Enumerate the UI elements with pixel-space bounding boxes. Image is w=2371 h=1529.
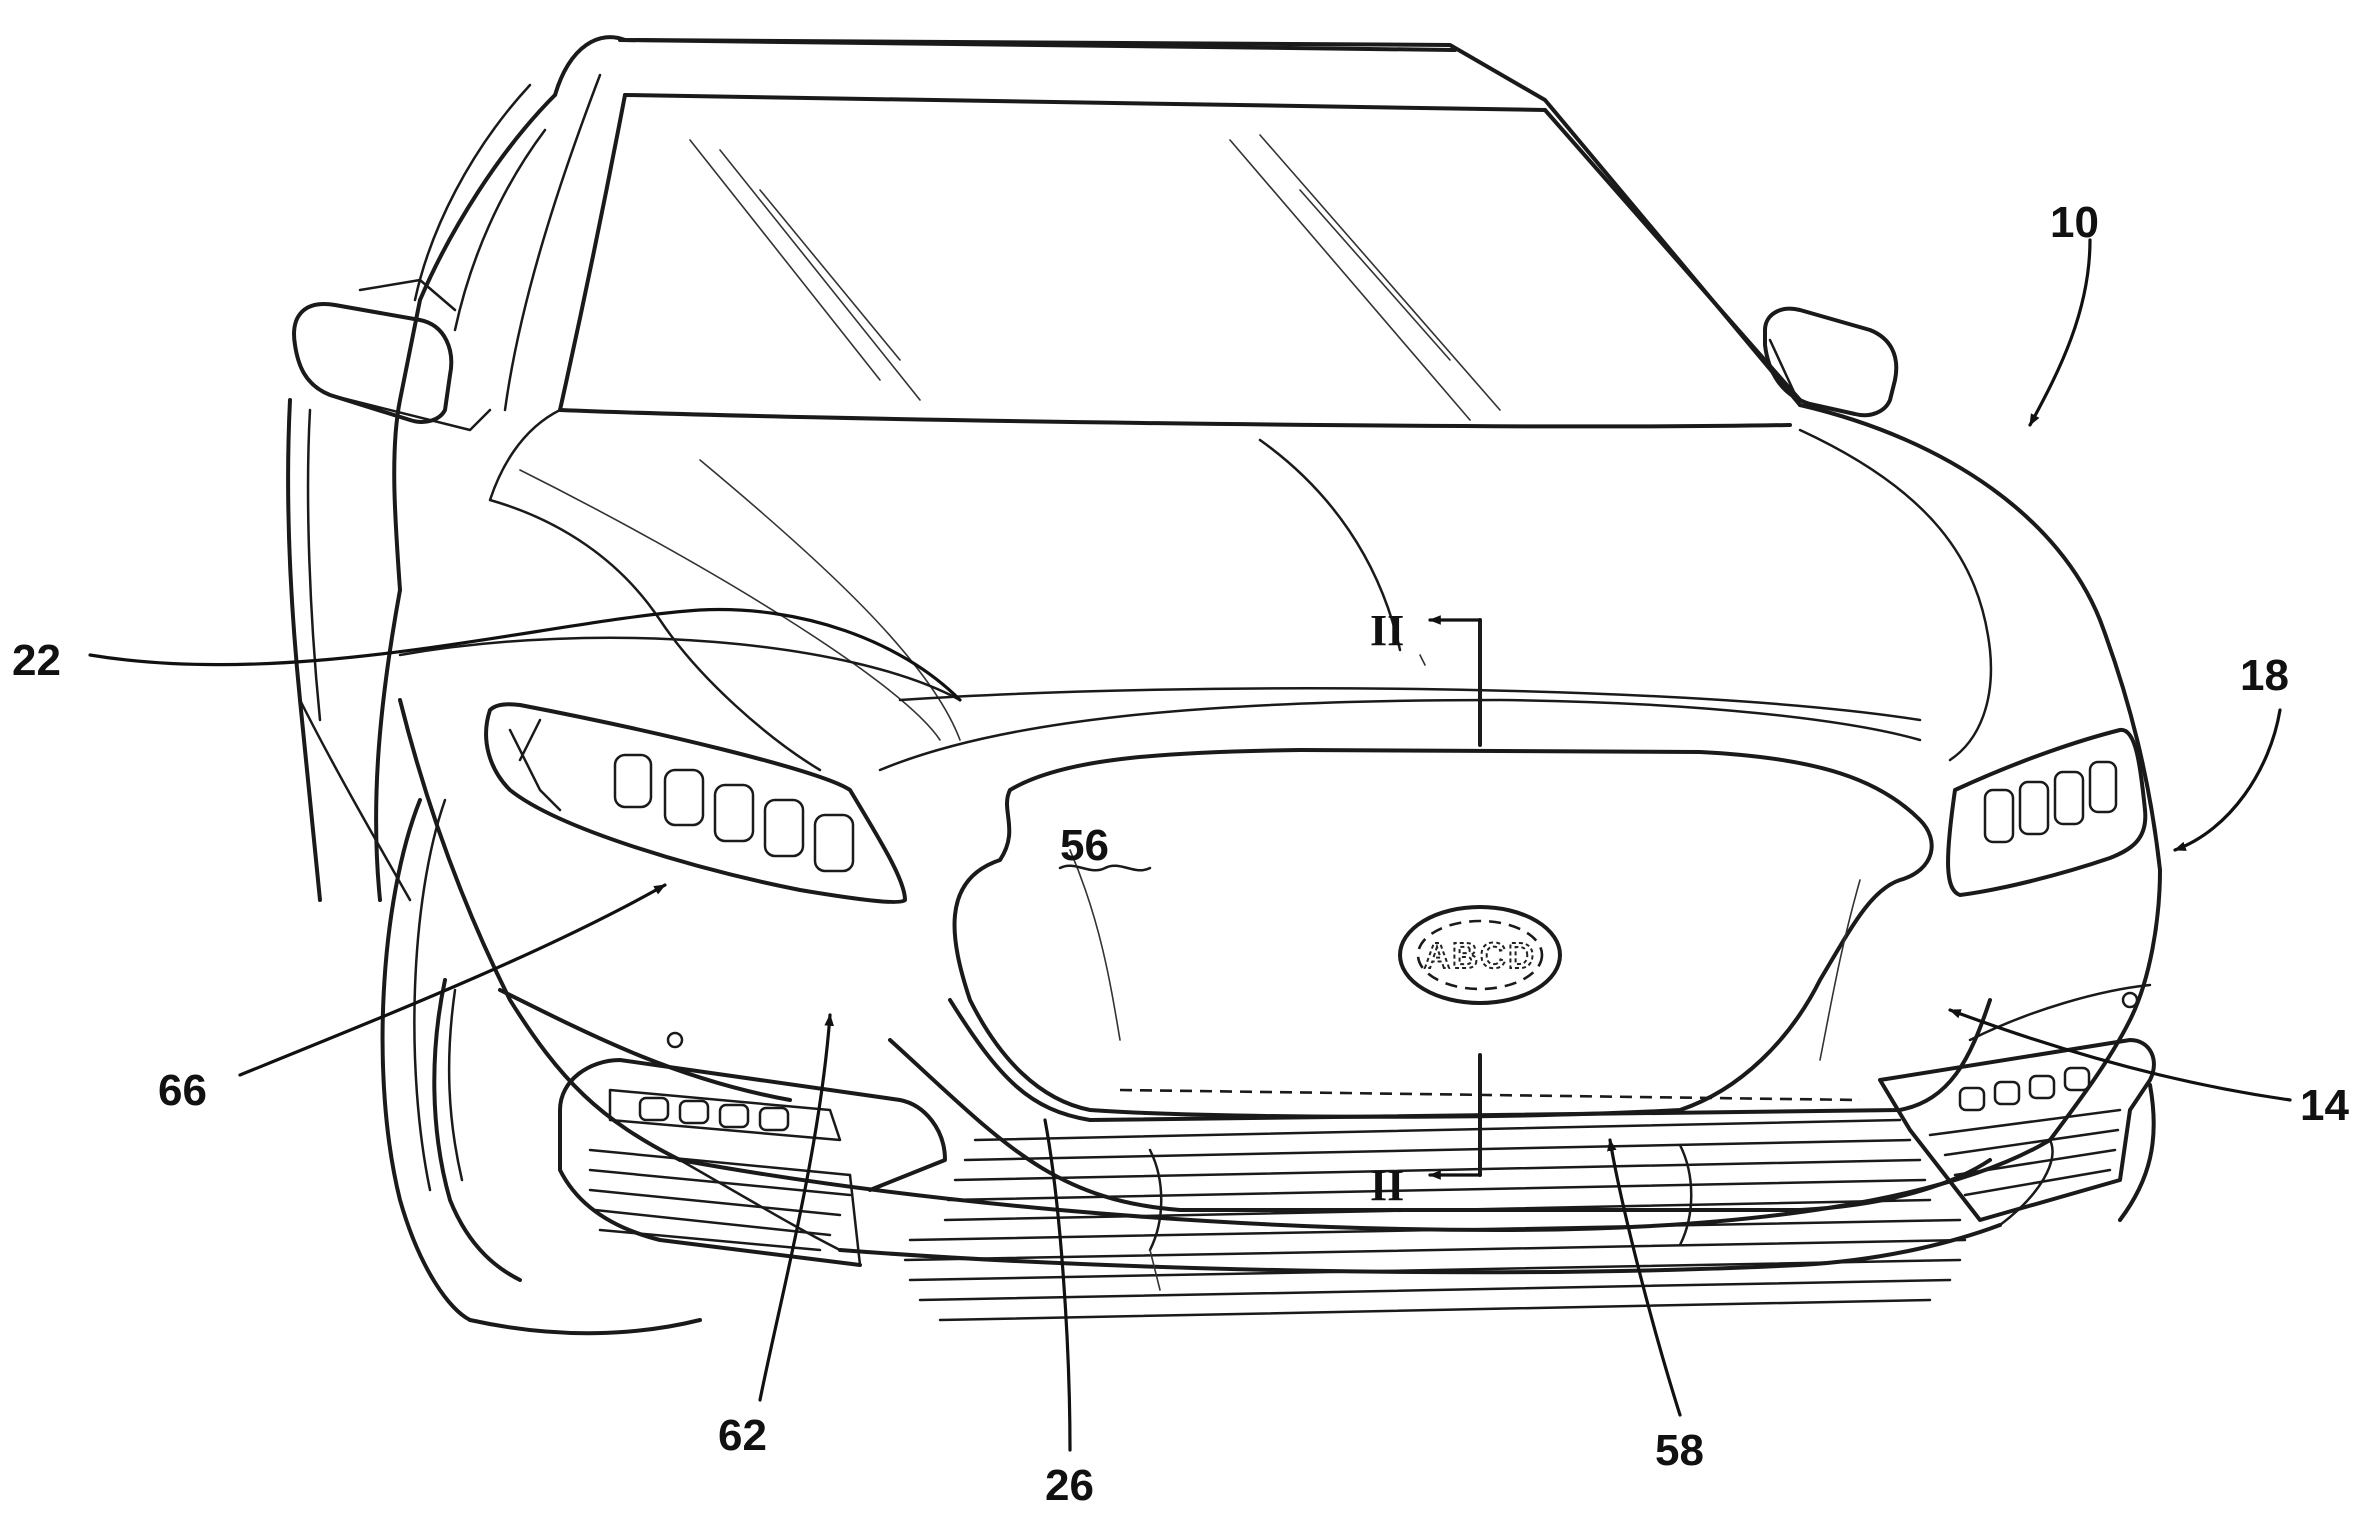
ref-22: 22 <box>12 636 61 685</box>
section-mark-top: II <box>1370 606 1404 655</box>
ref-26: 26 <box>1045 1461 1094 1510</box>
ref-14: 14 <box>2300 1081 2349 1130</box>
ref-58: 58 <box>1655 1426 1704 1475</box>
ref-66: 66 <box>158 1066 207 1115</box>
section-mark-bottom: II <box>1370 1161 1404 1210</box>
ref-62: 62 <box>718 1411 767 1460</box>
right-headlamp <box>1946 728 2148 897</box>
section-line: II II <box>1370 606 1482 1210</box>
ref-56: 56 <box>1060 821 1109 870</box>
front-badge: ABCD <box>1398 905 1562 1005</box>
reference-numerals: 10 18 14 22 56 66 62 26 58 <box>12 198 2349 1510</box>
right-sensor <box>2121 991 2139 1009</box>
leader-lines <box>88 238 2292 1452</box>
ref-10: 10 <box>2050 198 2099 247</box>
left-sensor <box>666 1031 684 1049</box>
lower-grille-slats <box>903 1118 1967 1322</box>
right-fog-lamp <box>1878 1038 2156 1222</box>
badge-text: ABCD <box>1424 935 1536 976</box>
left-fog-lamp <box>558 1058 947 1267</box>
left-headlamp <box>484 702 907 904</box>
ref-18: 18 <box>2240 651 2289 700</box>
vehicle-body <box>286 35 2162 1336</box>
